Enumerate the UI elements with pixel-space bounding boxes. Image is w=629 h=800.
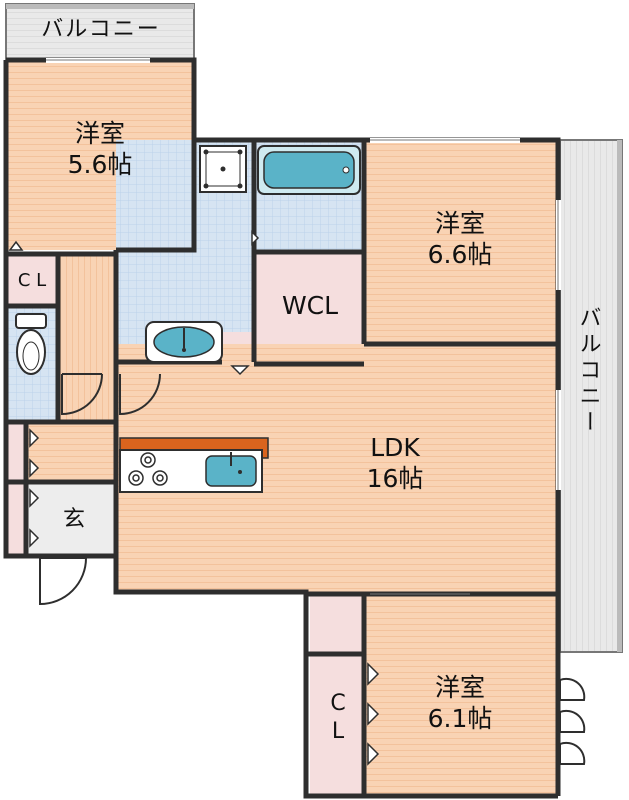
entrance-door-icon (39, 557, 88, 606)
balcony-top-label: バルコニー (41, 17, 161, 42)
western-room-2-floor (366, 140, 558, 344)
western-room-3-label: 洋室 6.1帖 (400, 672, 520, 735)
closet-2-label: C L (330, 691, 346, 744)
balcony-top-area (5, 3, 195, 61)
wcl-label: WCL (281, 291, 339, 320)
western-room-3-name: 洋室 (434, 673, 485, 702)
ldk-floor-left (116, 364, 256, 384)
kitchen-sink-icon (205, 452, 257, 487)
shoe-storage-2 (6, 484, 26, 556)
walls (3, 57, 561, 799)
ldk-name: LDK (370, 433, 420, 462)
window-lines (46, 59, 559, 595)
western-room-1-label: 洋室 5.6帖 (40, 118, 160, 181)
western-room-2-size: 6.6帖 (427, 240, 493, 270)
closet-1-floor (6, 256, 58, 306)
washbasin-icon (145, 321, 223, 363)
western-room-3-size: 6.1帖 (427, 704, 493, 734)
closet-2-upper (310, 596, 364, 654)
ldk-size: 16帖 (366, 464, 424, 494)
western-room-1-size: 5.6帖 (67, 150, 133, 180)
western-room-1-name: 洋室 (74, 119, 125, 148)
ldk-label: LDK 16帖 (330, 432, 460, 495)
stove-icon (128, 452, 168, 486)
hallway-lower-floor (26, 424, 116, 482)
closet-1-label: C L (17, 270, 47, 291)
closet-2-floor (310, 656, 364, 796)
western-room-2-label: 洋室 6.6帖 (400, 208, 520, 271)
bathtub-icon (257, 145, 361, 195)
bifold-door-icons (8, 230, 380, 766)
washing-machine-pan-icon (199, 145, 247, 193)
western-room-3-floor (366, 596, 558, 796)
balcony-right-area (559, 139, 623, 653)
entrance-floor (26, 484, 116, 556)
shoe-storage-1 (6, 424, 26, 480)
western-room-2-name: 洋室 (434, 209, 485, 238)
entrance-label: 玄 (62, 507, 85, 532)
toilet-icon (15, 313, 47, 375)
balcony-right-label: バルコニー (575, 306, 601, 436)
balcony-door-icons (559, 677, 586, 765)
